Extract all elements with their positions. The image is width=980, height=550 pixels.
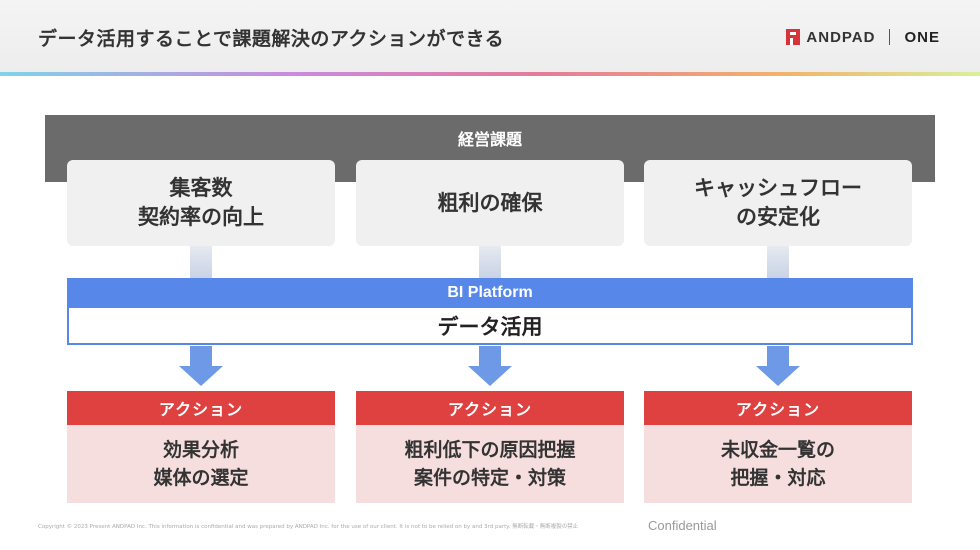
down-arrow-icon [756, 346, 800, 386]
issue-text: 粗利の確保 [437, 190, 543, 215]
andpad-wordmark: ANDPAD [806, 28, 876, 46]
action-box-effect-analysis: 効果分析 媒体の選定 [67, 425, 335, 503]
issue-text: キャッシュフロー の安定化 [694, 176, 862, 229]
issue-text: 集客数 契約率の向上 [138, 176, 264, 229]
footer-confidential: Confidential [648, 518, 717, 533]
andpad-logo-icon [786, 29, 801, 45]
data-utilization-box: データ活用 [67, 308, 913, 345]
connector-bar [479, 246, 501, 278]
action-text: 効果分析 媒体の選定 [153, 439, 249, 489]
slide-header: データ活用することで課題解決のアクションができる ANDPAD ONE [0, 0, 980, 72]
issue-box-acquisition: 集客数 契約率の向上 [67, 160, 335, 246]
brand-divider [889, 29, 891, 45]
connector-bar [190, 246, 212, 278]
action-header-label: アクション [735, 400, 821, 419]
bi-platform-label: BI Platform [447, 284, 533, 301]
header-gradient-bar [0, 72, 980, 76]
down-arrow-icon [179, 346, 223, 386]
action-box-receivables: 未収金一覧の 把握・対応 [644, 425, 912, 503]
action-box-profit-cause: 粗利低下の原因把握 案件の特定・対策 [356, 425, 624, 503]
issue-box-gross-profit: 粗利の確保 [356, 160, 624, 246]
action-header: アクション [356, 391, 624, 425]
action-header: アクション [67, 391, 335, 425]
issue-box-cashflow: キャッシュフロー の安定化 [644, 160, 912, 246]
brand-logos: ANDPAD ONE [786, 26, 940, 48]
one-wordmark: ONE [904, 28, 940, 46]
footer-copyright: Copyright © 2023 Present ANDPAD Inc. Thi… [38, 524, 579, 530]
connector-bar [767, 246, 789, 278]
bi-platform-bar: BI Platform [67, 278, 913, 308]
action-header-label: アクション [447, 400, 533, 419]
action-text: 未収金一覧の 把握・対応 [720, 439, 835, 489]
action-text: 粗利低下の原因把握 案件の特定・対策 [404, 439, 576, 489]
band-title: 経営課題 [457, 130, 522, 149]
action-header: アクション [644, 391, 912, 425]
action-header-label: アクション [158, 400, 244, 419]
slide-title: データ活用することで課題解決のアクションができる [38, 28, 505, 50]
down-arrow-icon [468, 346, 512, 386]
data-utilization-label: データ活用 [437, 314, 543, 339]
